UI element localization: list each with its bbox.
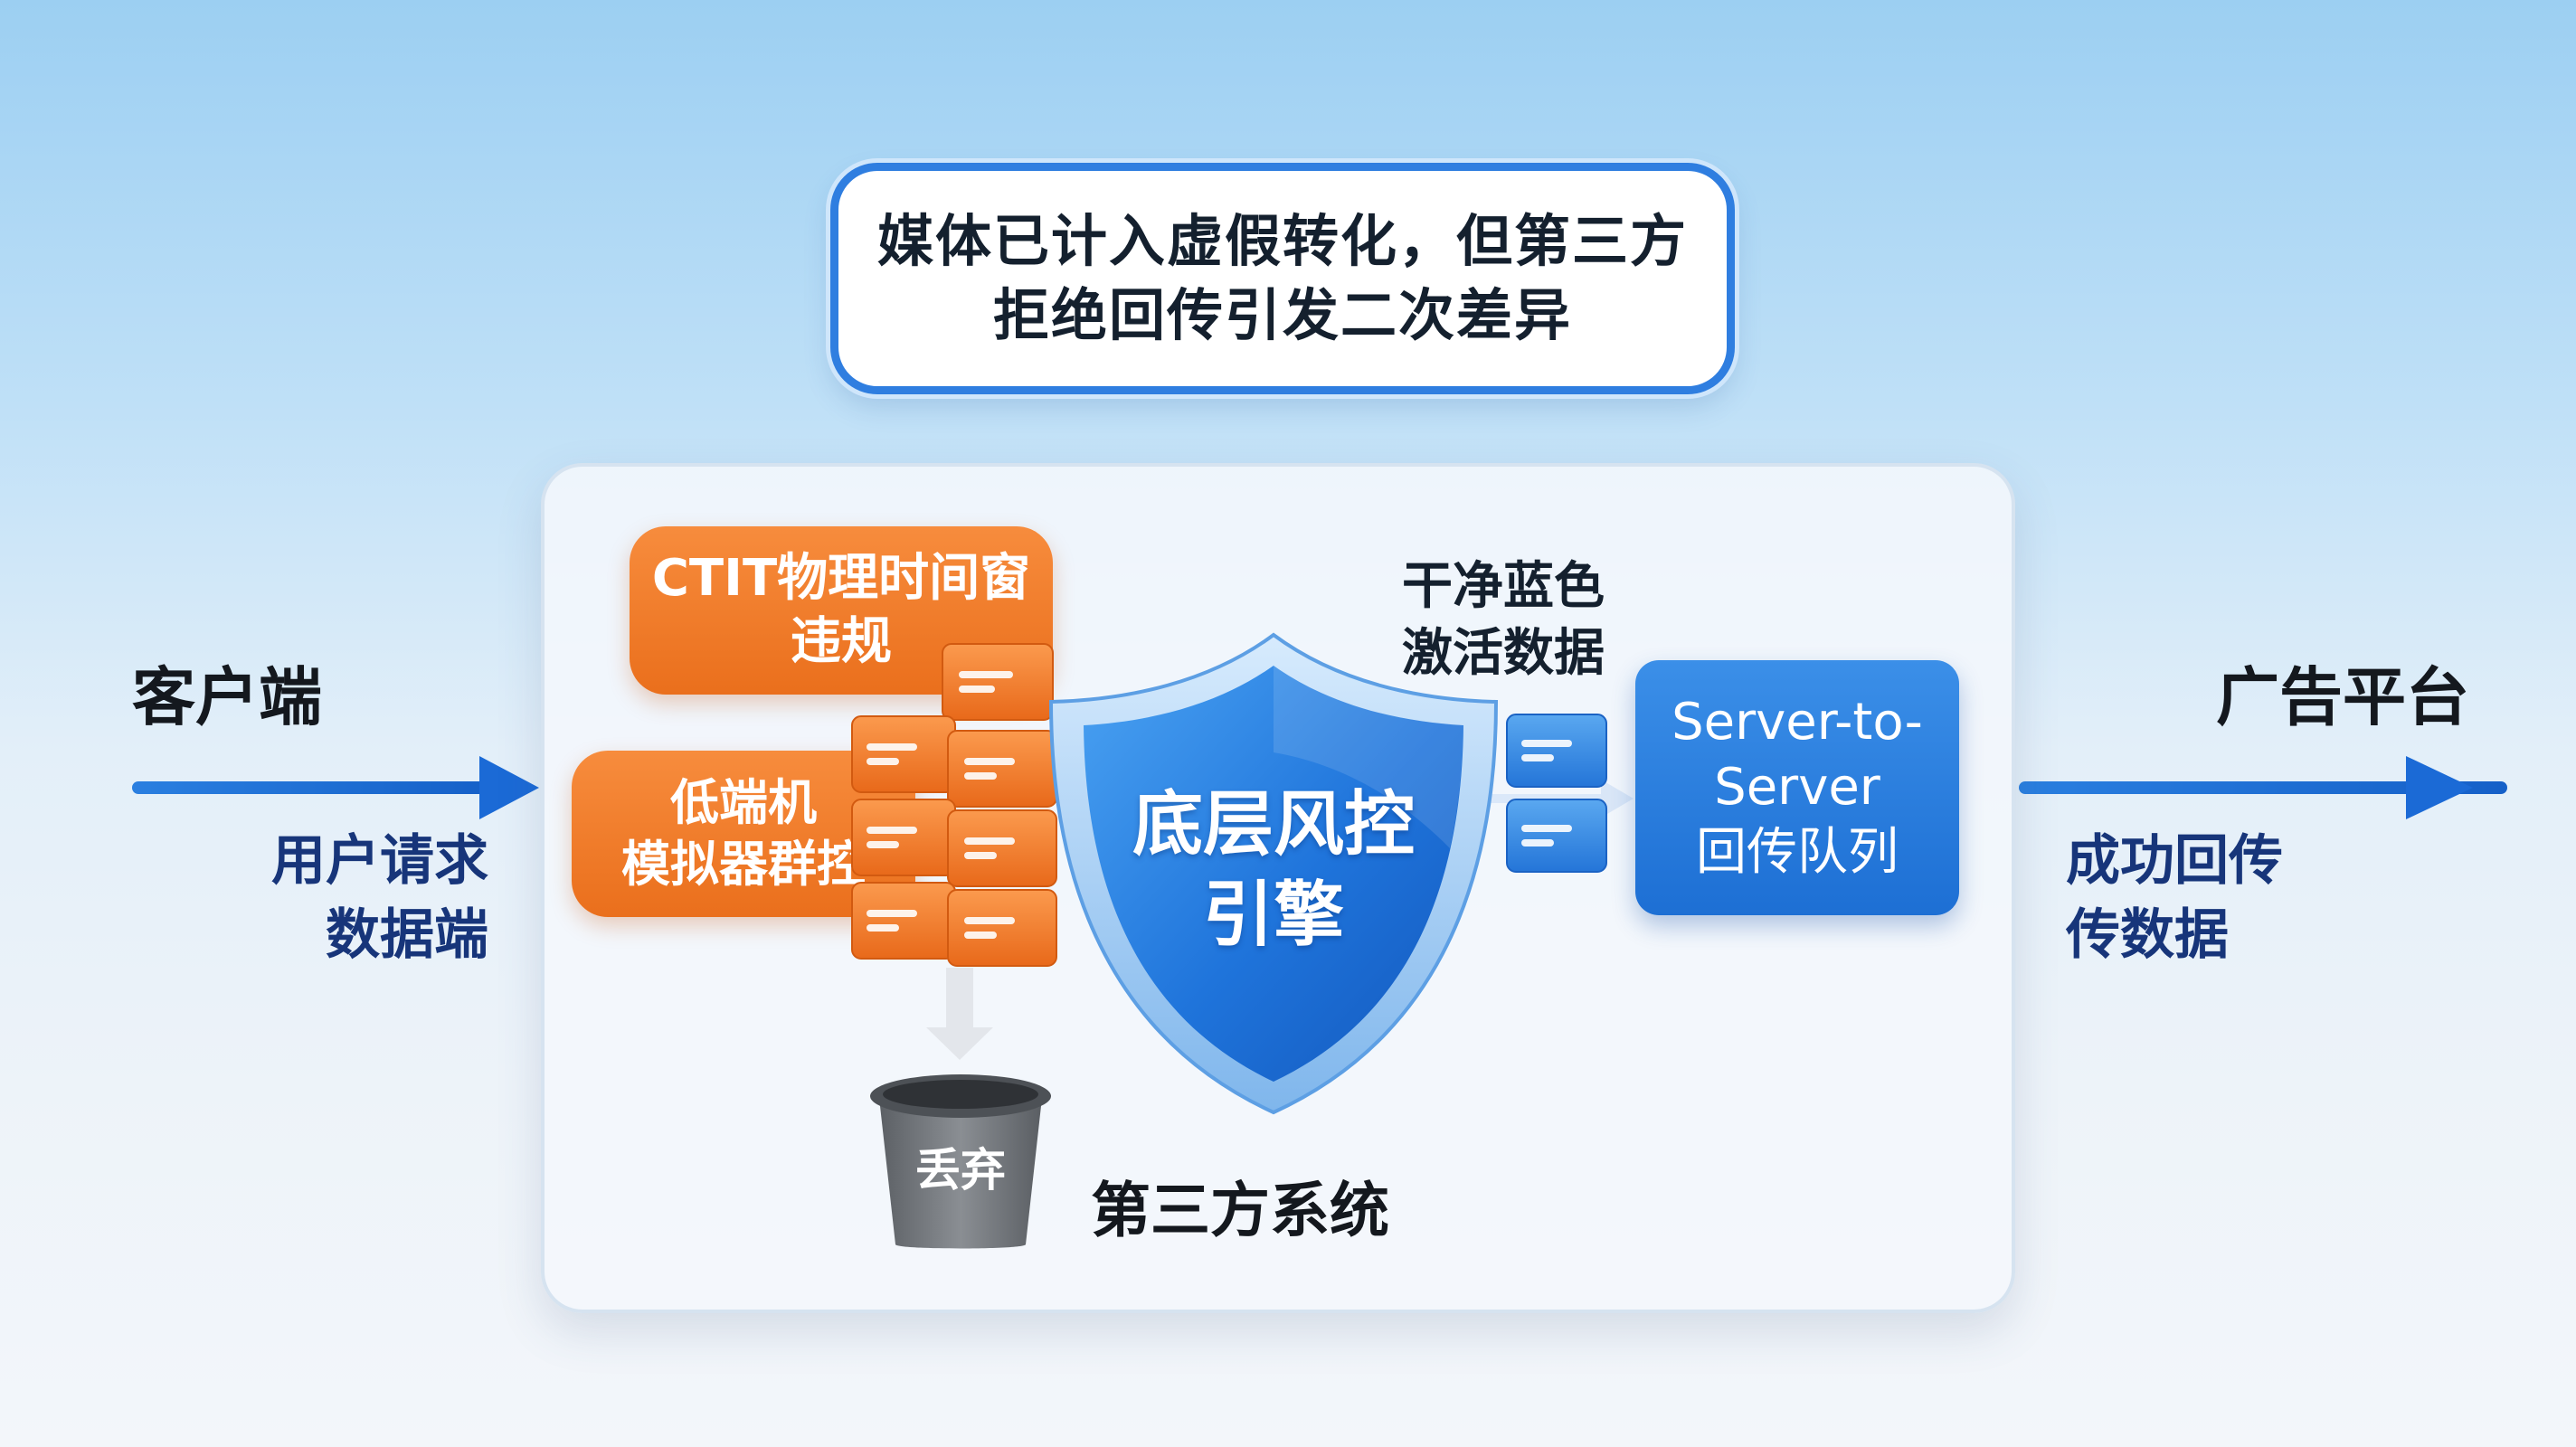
queue-line-2: Server bbox=[1714, 758, 1880, 817]
client-sub-line-1: 用户请求 bbox=[271, 829, 488, 893]
clean-data-line-1: 干净蓝色 bbox=[1402, 557, 1605, 616]
queue-line-1: Server-to- bbox=[1672, 693, 1923, 752]
engine-line-1: 底层风控 bbox=[1132, 784, 1415, 865]
emulator-line-1: 低端机 bbox=[670, 774, 817, 831]
trash-label: 丢弃 bbox=[915, 1144, 1006, 1196]
clean-data-blocks-icon bbox=[1506, 714, 1607, 873]
client-title: 客户端 bbox=[132, 660, 322, 734]
discrepancy-callout: 媒体已计入虚假转化，但第三方 拒绝回传引发二次差异 bbox=[830, 163, 1735, 394]
clean-data-label: 干净蓝色 激活数据 bbox=[1402, 553, 1605, 687]
s2s-postback-queue: Server-to- Server 回传队列 bbox=[1635, 660, 1959, 915]
ctit-line-1: CTIT物理时间窗 bbox=[651, 549, 1031, 608]
suspicious-traffic-stack bbox=[851, 643, 1057, 967]
client-sub-line-2: 数据端 bbox=[326, 903, 488, 967]
callout-line-1: 媒体已计入虚假转化，但第三方 bbox=[876, 208, 1688, 274]
platform-sub-line-2: 传数据 bbox=[2066, 903, 2229, 967]
engine-line-2: 引擎 bbox=[1202, 875, 1344, 956]
risk-engine-shield-icon bbox=[1048, 632, 1499, 1115]
emulator-line-2: 模拟器群控 bbox=[621, 836, 866, 893]
queue-line-3: 回传队列 bbox=[1696, 823, 1899, 882]
platform-sub-line-1: 成功回传 bbox=[2066, 829, 2283, 893]
risk-engine-label: 底层风控 引擎 bbox=[1084, 780, 1463, 960]
platform-output-arrow bbox=[2019, 756, 2507, 819]
ctit-violation-card: CTIT物理时间窗 违规 bbox=[630, 526, 1053, 695]
callout-line-2: 拒绝回传引发二次差异 bbox=[992, 282, 1572, 348]
trash-can-icon bbox=[870, 1074, 1051, 1249]
client-input-arrow bbox=[132, 756, 539, 819]
third-party-system-label: 第三方系统 bbox=[1091, 1176, 1389, 1245]
platform-title: 广告平台 bbox=[2216, 660, 2469, 734]
ctit-line-2: 违规 bbox=[791, 612, 892, 671]
clean-data-line-2: 激活数据 bbox=[1402, 624, 1605, 683]
